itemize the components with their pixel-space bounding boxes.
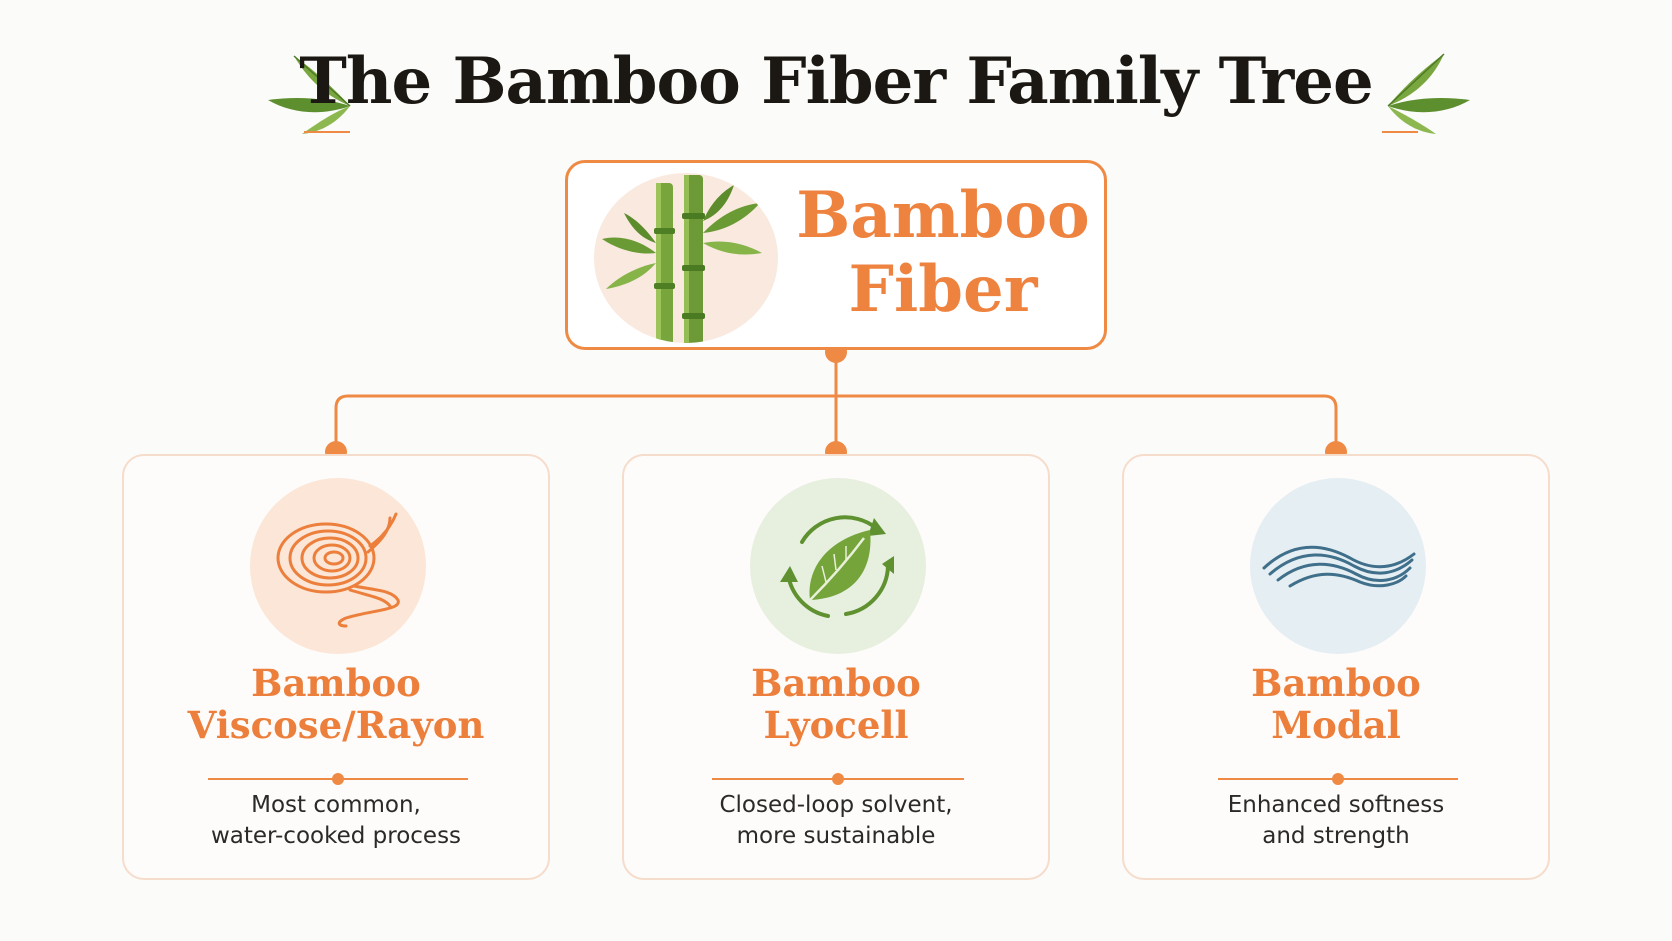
card-title: Bamboo Modal <box>1124 662 1548 746</box>
card-description: Enhanced softness and strength <box>1124 790 1548 852</box>
child-card-lyocell: Bamboo Lyocell Closed-loop solvent, more… <box>622 454 1050 880</box>
bamboo-leaf-icon <box>268 55 351 134</box>
card-desc-line: Most common, <box>251 792 421 818</box>
root-node: Bamboo Fiber <box>565 160 1107 350</box>
title-row: The Bamboo Fiber Family Tree <box>0 34 1672 144</box>
bamboo-leaf-icon <box>1382 53 1470 134</box>
card-title-line: Bamboo <box>751 661 921 705</box>
root-title-line: Bamboo <box>796 178 1090 253</box>
card-description: Closed-loop solvent, more sustainable <box>624 790 1048 852</box>
bamboo-stalks-icon <box>602 175 762 343</box>
card-title-line: Lyocell <box>763 703 909 747</box>
child-card-modal: Bamboo Modal Enhanced softness and stren… <box>1122 454 1550 880</box>
wave-icon <box>1262 545 1416 588</box>
card-desc-line: Enhanced softness <box>1227 792 1445 818</box>
card-icon-circle <box>1250 478 1426 654</box>
card-divider <box>208 773 468 785</box>
card-desc-line: and strength <box>1262 823 1410 849</box>
card-title-line: Bamboo <box>1251 661 1421 705</box>
card-icon-circle <box>750 478 926 654</box>
fiber-coil-icon <box>276 512 400 628</box>
root-icon-circle <box>594 173 778 343</box>
card-desc-line: more sustainable <box>736 823 936 849</box>
card-description: Most common, water-cooked process <box>124 790 548 852</box>
card-title-line: Bamboo <box>251 661 421 705</box>
card-title-line: Modal <box>1271 703 1401 747</box>
recycle-leaf-icon <box>780 515 894 618</box>
root-title: Bamboo Fiber <box>793 179 1093 327</box>
card-divider <box>712 773 964 785</box>
card-title: Bamboo Viscose/Rayon <box>124 662 548 746</box>
card-title-line: Viscose/Rayon <box>187 703 485 747</box>
child-card-viscose: Bamboo Viscose/Rayon Most common, water-… <box>122 454 550 880</box>
root-title-line: Fiber <box>848 252 1038 327</box>
card-desc-line: Closed-loop solvent, <box>719 792 953 818</box>
card-desc-line: water-cooked process <box>210 823 462 849</box>
page-title: The Bamboo Fiber Family Tree <box>299 44 1373 119</box>
card-title: Bamboo Lyocell <box>624 662 1048 746</box>
card-icon-circle <box>250 478 426 654</box>
card-divider <box>1218 773 1458 785</box>
